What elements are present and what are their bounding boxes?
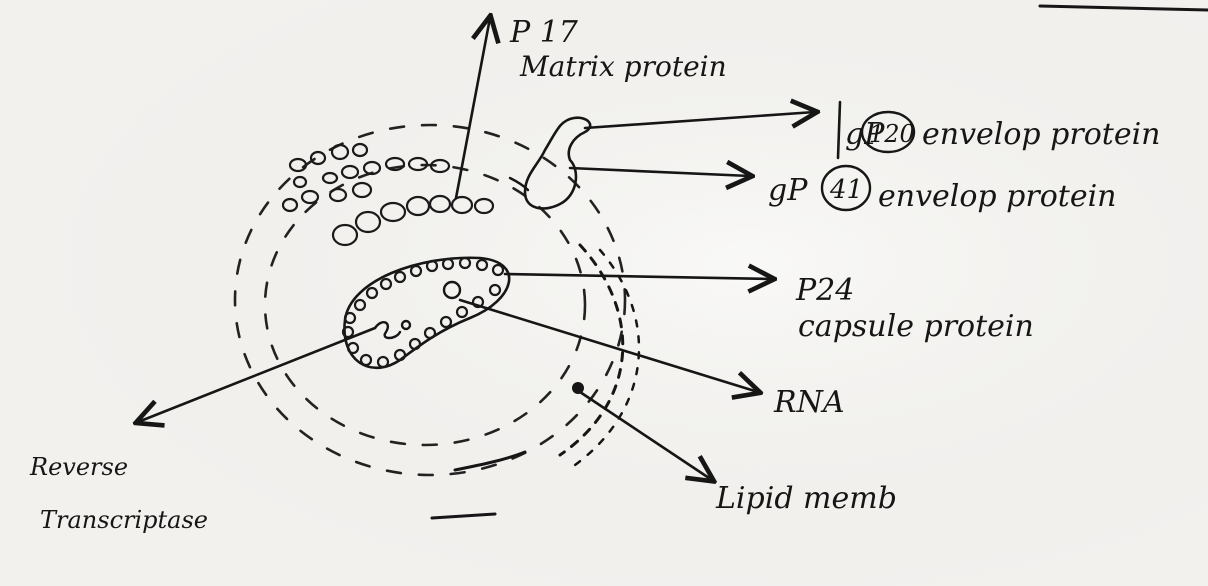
label-p17-code: P 17 <box>509 15 579 50</box>
label-rna: RNA <box>773 385 845 420</box>
label-gp41-number: 41 <box>829 175 863 205</box>
label-gp41-name: envelop protein <box>878 179 1117 214</box>
label-gp120-number: 120 <box>869 120 915 148</box>
lipid-membrane-dot <box>572 382 584 394</box>
label-lipid: Lipid memb <box>715 481 897 516</box>
label-p17-name: Matrix protein <box>519 50 727 83</box>
label-p24-code: P24 <box>795 273 854 308</box>
label-gp41-prefix: gP <box>768 173 808 208</box>
label-p24-name: capsule protein <box>798 309 1034 344</box>
label-gp120-name: envelop protein <box>922 117 1161 152</box>
label-rt-line1: Reverse <box>29 453 128 481</box>
label-rt-line2: Transcriptase <box>40 506 208 534</box>
